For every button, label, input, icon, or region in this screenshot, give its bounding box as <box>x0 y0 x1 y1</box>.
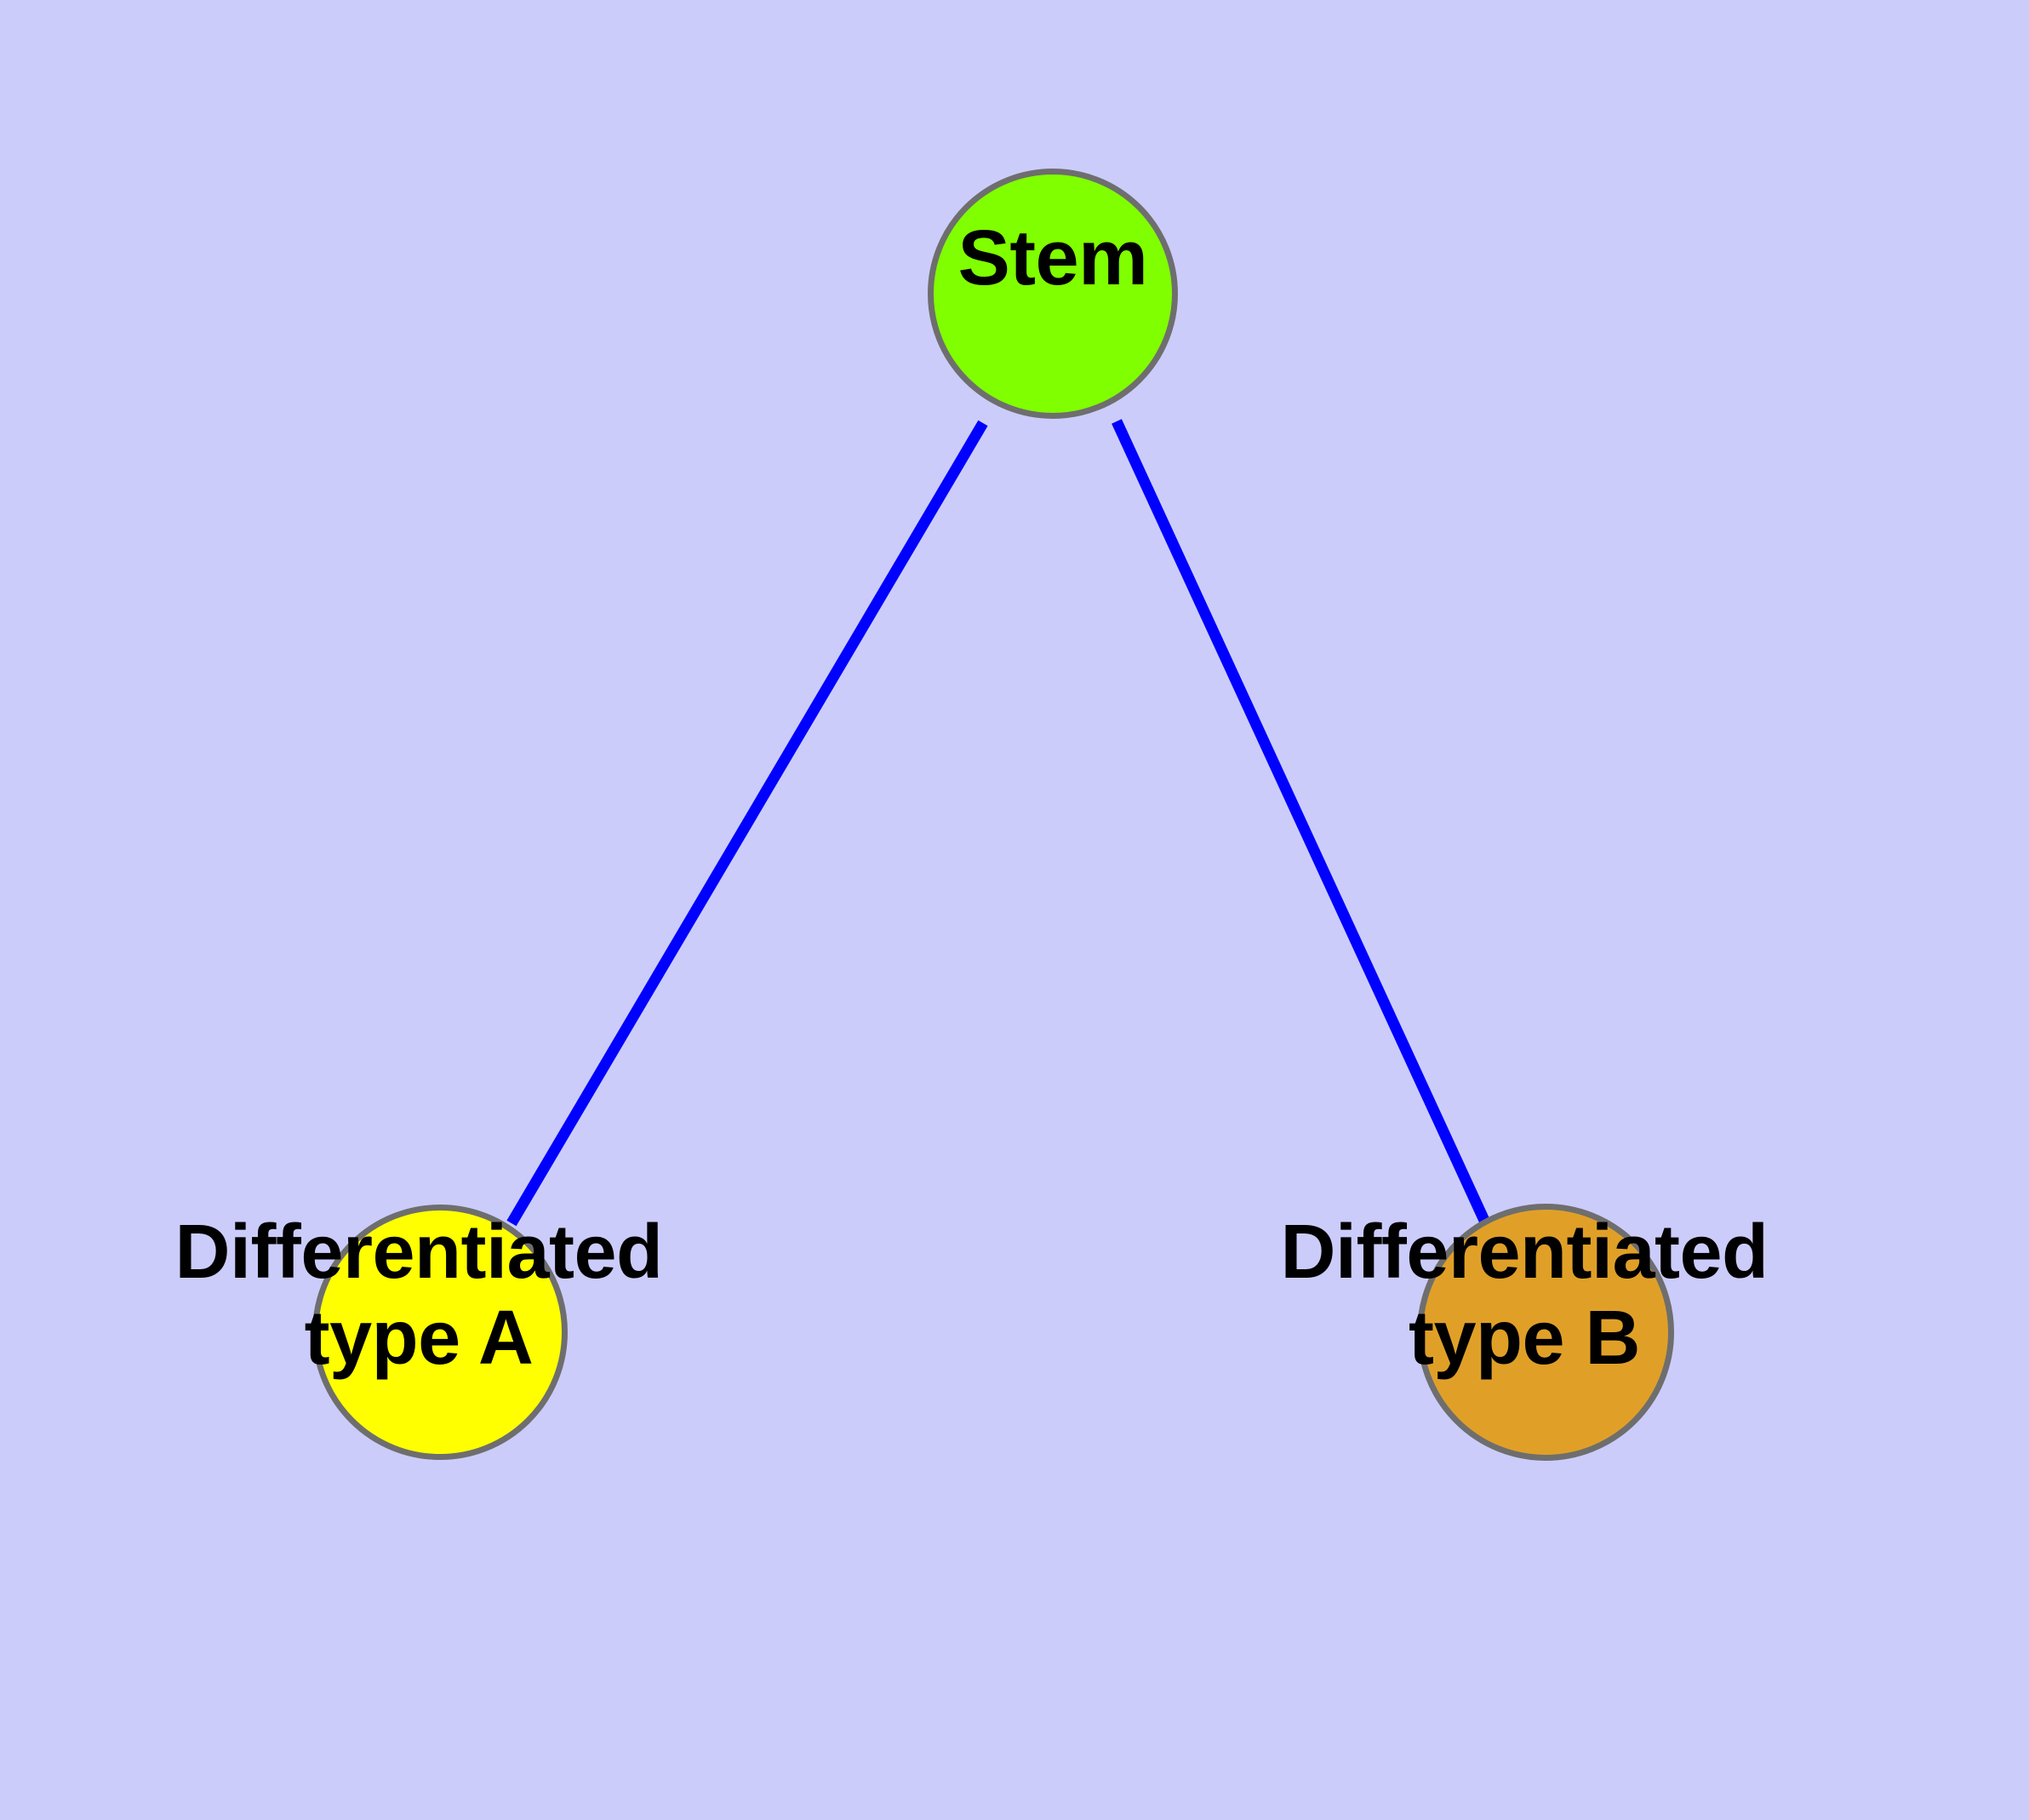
node-label-stem: Stem <box>957 215 1148 301</box>
node-differentiated-type-a[interactable] <box>312 1205 568 1460</box>
edge-stem-to-diff-b <box>1112 419 1491 1227</box>
node-stem[interactable] <box>928 169 1178 419</box>
edge-stem-to-diff-a <box>506 420 988 1227</box>
node-label-differentiated-type-b: Differentiated type B <box>1280 1210 1769 1381</box>
node-label-differentiated-type-a: Differentiated type A <box>174 1210 663 1381</box>
node-differentiated-type-b[interactable] <box>1417 1204 1674 1461</box>
